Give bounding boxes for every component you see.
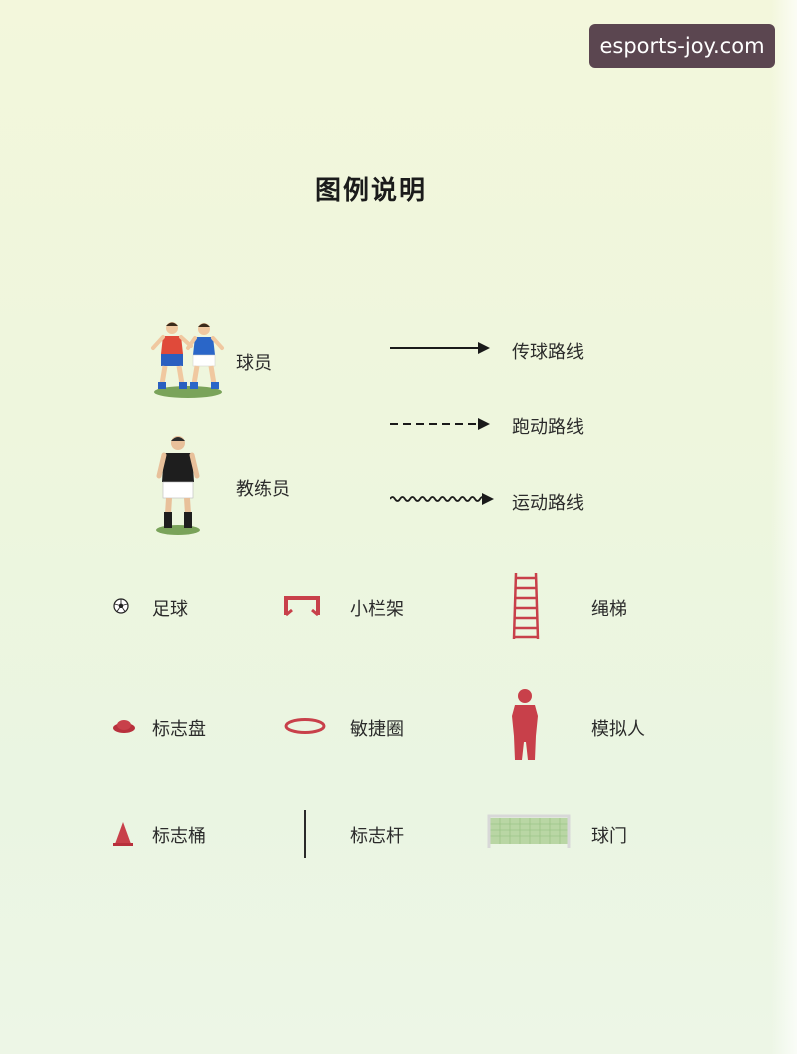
goal-icon xyxy=(486,812,572,850)
pass-route-label: 传球路线 xyxy=(512,342,584,363)
marker-cone-icon xyxy=(112,820,134,848)
pole-label: 标志杆 xyxy=(350,826,404,847)
movement-route-label: 运动路线 xyxy=(512,493,584,514)
hurdle-label: 小栏架 xyxy=(350,599,404,620)
dummy-label: 模拟人 xyxy=(591,719,645,740)
page-edge xyxy=(771,0,797,1054)
goal-label: 球门 xyxy=(591,826,627,847)
ring-label: 敏捷圈 xyxy=(350,719,404,740)
page-title: 图例说明 xyxy=(314,176,427,206)
wavy-arrow-icon xyxy=(390,492,496,506)
watermark: esports-joy.com xyxy=(589,24,775,68)
training-dummy-icon xyxy=(508,688,542,762)
soccer-ball-icon xyxy=(113,598,129,614)
cone-label: 标志桶 xyxy=(152,826,206,847)
marker-pole-icon xyxy=(302,810,308,858)
players-label: 球员 xyxy=(236,353,272,374)
disc-label: 标志盘 xyxy=(152,719,206,740)
agility-ring-icon xyxy=(283,716,327,736)
mini-hurdle-icon xyxy=(283,595,321,617)
coach-label: 教练员 xyxy=(236,479,290,500)
coach-icon xyxy=(152,434,204,536)
dashed-arrow-icon xyxy=(390,417,492,431)
solid-arrow-icon xyxy=(390,341,492,355)
ball-label: 足球 xyxy=(152,599,188,620)
ladder-label: 绳梯 xyxy=(591,599,627,620)
two-players-icon xyxy=(150,318,228,400)
marker-disc-icon xyxy=(112,718,136,734)
agility-ladder-icon xyxy=(511,572,541,640)
run-route-label: 跑动路线 xyxy=(512,417,584,438)
